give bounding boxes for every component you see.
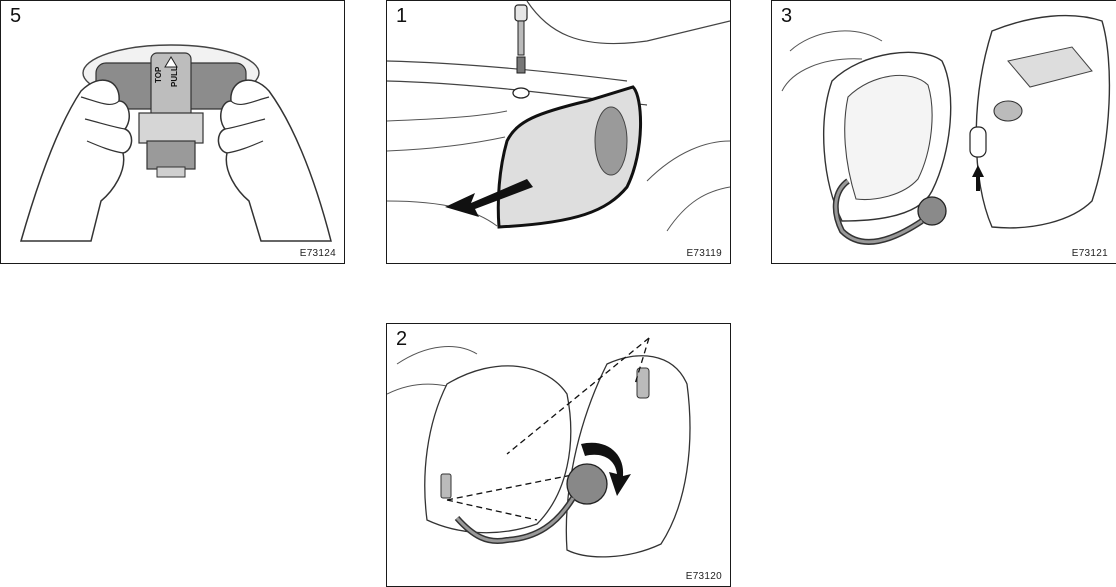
figure-step-1: 1 E73119 [386, 0, 731, 264]
figure-code: E73121 [1072, 248, 1108, 259]
figure-step-3: 3 E73121 [771, 0, 1116, 264]
step-number: 3 [781, 6, 792, 26]
step-number: 2 [396, 329, 407, 349]
side-marker-removal-illustration [387, 1, 730, 263]
hands-bulb-socket-illustration: TOP PULL [1, 1, 344, 263]
figure-step-2: 2 E73120 [386, 323, 731, 587]
step-number: 5 [10, 6, 21, 26]
figure-code: E73119 [686, 248, 722, 259]
step-number: 1 [396, 6, 407, 26]
figure-code: E73120 [686, 571, 722, 582]
pull-label: PULL [170, 66, 179, 87]
figure-step-5: TOP PULL 5 E73124 [0, 0, 345, 264]
figure-code: E73124 [300, 248, 336, 259]
socket-removal-illustration [387, 324, 730, 586]
top-label: TOP [154, 66, 163, 83]
bulb-replacement-illustration [772, 1, 1116, 263]
